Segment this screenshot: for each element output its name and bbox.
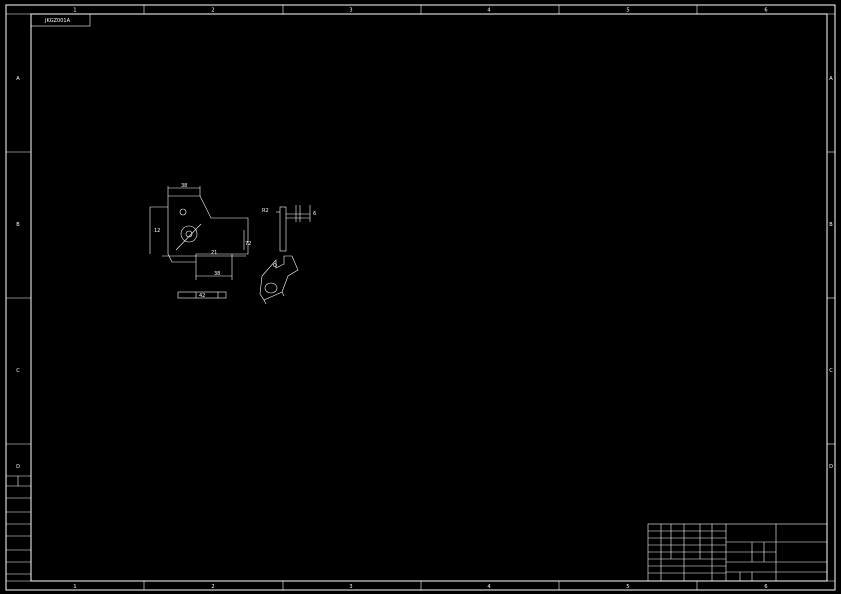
row-marker-c-right: C: [829, 368, 833, 374]
inner-frame: [30, 13, 828, 582]
row-marker-a-right: A: [829, 76, 833, 82]
col-marker-1: 1: [73, 8, 76, 14]
outer-frame: [5, 4, 836, 591]
front-view: [149, 186, 249, 280]
side-zone-ruler: [6, 151, 835, 445]
col-marker-3-bottom: 3: [349, 584, 352, 590]
dim-radius: R2: [262, 208, 269, 214]
col-marker-5: 5: [626, 8, 629, 14]
row-marker-b-right: B: [829, 222, 833, 228]
col-marker-1-bottom: 1: [73, 584, 76, 590]
col-marker-5-bottom: 5: [626, 584, 629, 590]
dim-bottom-view-width: 42: [199, 293, 205, 299]
drawing-code: JKGZ001A: [44, 18, 71, 24]
dim-height: 12: [154, 228, 160, 234]
row-marker-a: A: [16, 76, 20, 82]
title-block: [647, 523, 828, 582]
row-marker-c: C: [16, 368, 20, 374]
drawing-code-box: [30, 13, 91, 27]
col-marker-6: 6: [764, 8, 767, 14]
dim-step: 72: [245, 241, 251, 247]
bottom-view: [177, 291, 227, 299]
row-marker-d-right: D: [829, 464, 833, 470]
side-view: [276, 205, 311, 252]
dim-width: 38: [181, 183, 187, 189]
top-zone-ruler: [6, 5, 835, 590]
col-marker-2: 2: [211, 8, 214, 14]
col-marker-4-bottom: 4: [487, 584, 490, 590]
dim-bottom-width: 38: [214, 271, 220, 277]
col-marker-2-bottom: 2: [211, 584, 214, 590]
row-marker-b: B: [16, 222, 20, 228]
row-marker-d: D: [16, 464, 20, 470]
dim-thickness: 6: [313, 211, 316, 217]
dim-bottom-offset: 21: [211, 250, 217, 256]
col-marker-3: 3: [349, 8, 352, 14]
col-marker-6-bottom: 6: [764, 584, 767, 590]
isometric-view: [259, 255, 299, 305]
left-strip-table: [6, 475, 31, 575]
col-marker-4: 4: [487, 8, 490, 14]
